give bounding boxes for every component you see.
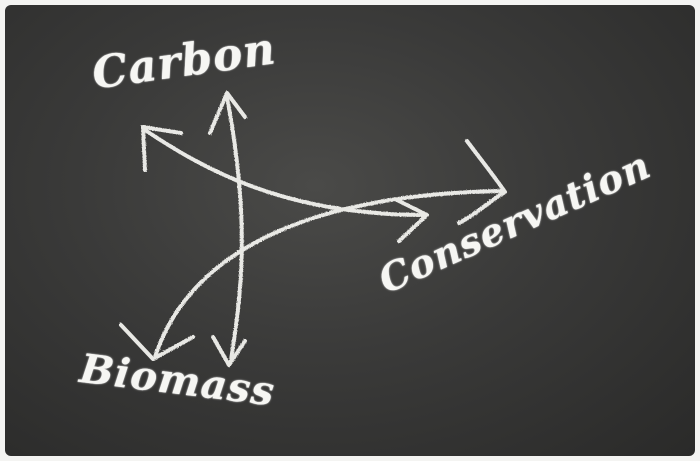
arrow-head-right-mid: [395, 198, 429, 243]
arrow-biomass-conservation: [153, 189, 503, 359]
chalkboard: Carbon Conservation Biomass: [5, 5, 695, 456]
arrow-head-down: [211, 335, 247, 367]
arrow-biomass-carbon: [225, 95, 244, 362]
arrow-head-up: [208, 91, 247, 135]
arrow-head-right-top: [457, 139, 507, 225]
arrow-head-biomass: [119, 323, 195, 361]
arrow-head-carbon: [141, 125, 183, 172]
arrow-carbon-conservation: [143, 128, 427, 217]
chalk-arrows: [119, 91, 507, 367]
